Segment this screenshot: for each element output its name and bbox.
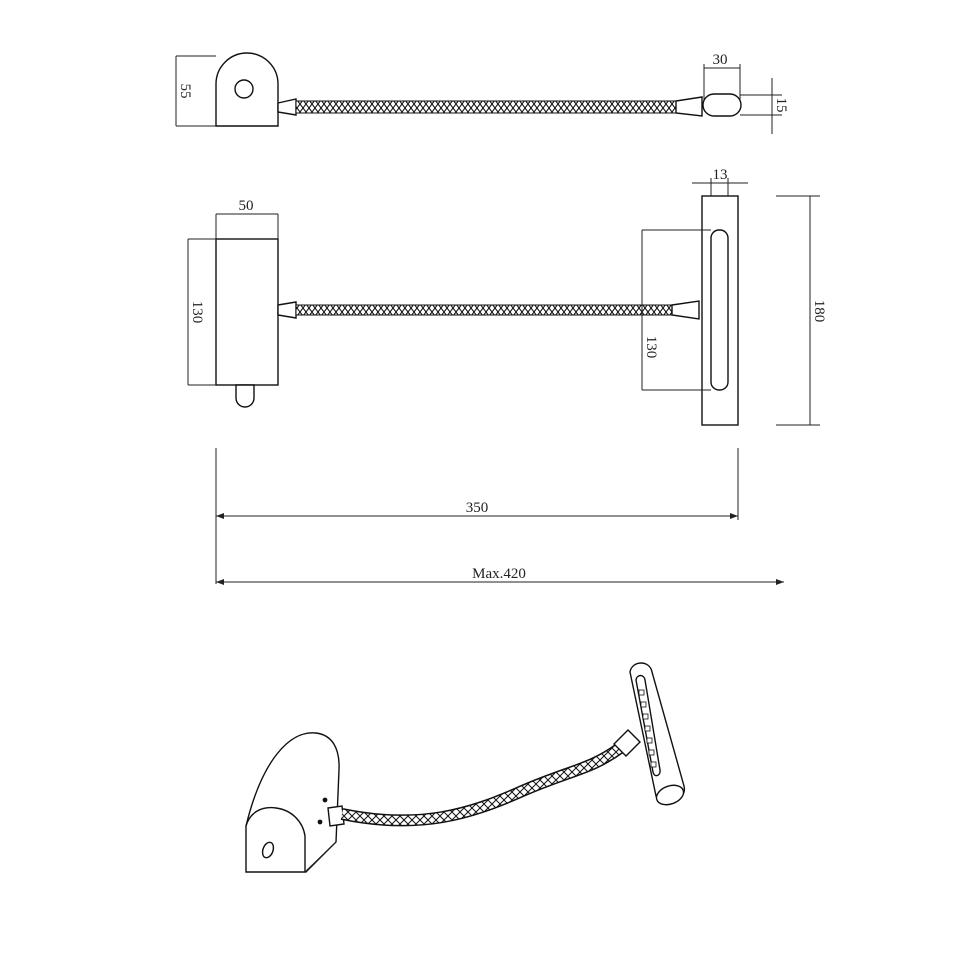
led-dots (638, 689, 657, 768)
front-view-collar (277, 301, 297, 319)
perspective-collar (327, 805, 345, 827)
dim-130-head: 130 (641, 229, 711, 391)
dim-50: 50 (215, 198, 279, 239)
top-view-head (702, 93, 742, 117)
top-view-head-collar (675, 96, 703, 117)
dim-max-420-label: Max.420 (472, 566, 526, 582)
screw-icon (322, 797, 328, 803)
front-view-gooseneck (295, 304, 673, 316)
top-view-gooseneck (295, 100, 677, 114)
dim-13-label: 13 (713, 167, 728, 183)
perspective-view (245, 662, 685, 873)
top-view-collar (277, 98, 297, 116)
dim-50-label: 50 (239, 198, 254, 214)
dim-130-base: 130 (187, 238, 216, 386)
mount-hole-icon (234, 79, 254, 99)
dim-55: 55 (175, 55, 216, 127)
perspective-mount-front (245, 806, 306, 873)
dim-180-label: 180 (811, 300, 827, 323)
dim-350: 350 (216, 500, 738, 519)
front-view-base (215, 238, 279, 386)
dim-30: 30 (703, 52, 741, 100)
top-view: 55 30 15 (175, 52, 789, 134)
perspective-head-collar (613, 729, 641, 757)
front-view-knob (235, 384, 255, 408)
perspective-mount-hole-icon (261, 841, 275, 859)
dim-130-base-label: 130 (189, 301, 205, 324)
dim-130-head-label: 130 (643, 336, 659, 359)
screw-icon (317, 819, 323, 825)
dim-15-label: 15 (773, 98, 789, 113)
dim-55-label: 55 (177, 84, 193, 99)
projection-dimensions: 350 Max.420 (215, 448, 784, 585)
front-view: 50 13 130 180 130 (187, 167, 827, 426)
front-view-head-collar (671, 300, 700, 320)
dim-350-label: 350 (466, 500, 489, 516)
dim-13: 13 (692, 167, 748, 196)
dim-15: 15 (740, 78, 789, 134)
dim-180: 180 (776, 195, 827, 426)
dim-max-420: Max.420 (216, 566, 784, 585)
dim-30-label: 30 (713, 52, 728, 68)
front-view-led-strip (710, 229, 729, 391)
